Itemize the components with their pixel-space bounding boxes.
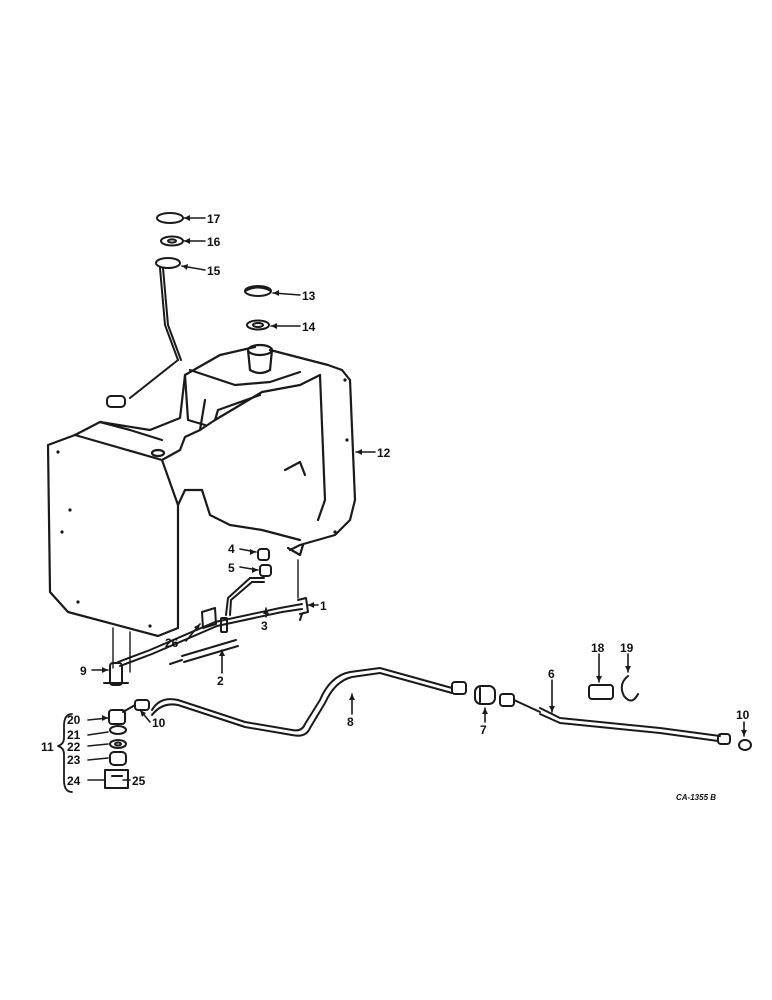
clip-26 — [201, 607, 228, 633]
callout-2: 2 — [217, 674, 224, 688]
callout-1: 1 — [320, 599, 327, 613]
fuel-line-8 — [151, 667, 467, 737]
callout-12: 12 — [377, 446, 391, 460]
callout-5: 5 — [228, 561, 235, 575]
elbow-fitting-9 — [103, 662, 129, 686]
filler-cap — [244, 285, 272, 297]
callout-10-right: 10 — [736, 708, 750, 722]
leader-lines — [57, 215, 747, 793]
callout-3: 3 — [261, 619, 268, 633]
clamp-19 — [620, 675, 639, 702]
callout-6: 6 — [548, 667, 555, 681]
filler-gasket — [246, 319, 270, 331]
callout-23: 23 — [67, 753, 81, 767]
callout-18: 18 — [591, 641, 605, 655]
callout-20: 20 — [67, 713, 81, 727]
strap-2 — [169, 639, 239, 665]
fitting-10-right — [738, 739, 752, 751]
callout-labels: 17 16 15 13 14 12 4 5 1 26 3 2 9 10 8 7 … — [41, 212, 750, 788]
callout-8: 8 — [347, 715, 354, 729]
callout-16: 16 — [207, 235, 221, 249]
callout-17: 17 — [207, 212, 221, 226]
fuel-filter-7 — [474, 685, 496, 705]
tank-guide-lines — [112, 559, 299, 673]
callout-4: 4 — [228, 542, 235, 556]
callout-15: 15 — [207, 264, 221, 278]
callout-21: 21 — [67, 728, 81, 742]
callout-25: 25 — [132, 774, 146, 788]
callout-9: 9 — [80, 664, 87, 678]
callout-13: 13 — [302, 289, 316, 303]
callout-7: 7 — [480, 723, 487, 737]
fuel-line-6 — [499, 693, 731, 745]
shutoff-valve-11 — [104, 704, 136, 789]
fitting-10-left — [134, 699, 150, 711]
fuel-gauge-sender — [106, 212, 184, 408]
hose-18 — [588, 684, 614, 700]
drawing-code: CA-1355 B — [676, 793, 716, 802]
callout-19: 19 — [620, 641, 634, 655]
callout-11: 11 — [41, 740, 54, 754]
callout-22: 22 — [67, 740, 81, 754]
callout-10-left: 10 — [152, 716, 166, 730]
callout-24: 24 — [67, 774, 81, 788]
callout-14: 14 — [302, 320, 316, 334]
callout-26: 26 — [165, 636, 179, 650]
fuel-tank — [46, 343, 357, 638]
fitting-assembly — [225, 548, 272, 616]
